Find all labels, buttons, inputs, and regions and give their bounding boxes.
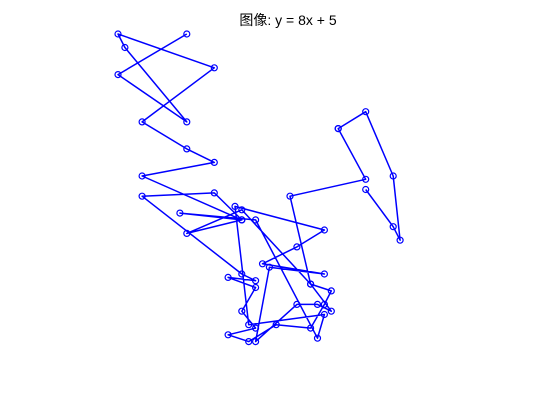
data-point-0-6	[138, 118, 146, 126]
data-point-0-5	[210, 64, 218, 72]
data-point-0-50	[389, 172, 397, 180]
data-point-0-20	[245, 338, 253, 346]
data-point-0-2	[183, 118, 191, 126]
data-point-0-21	[272, 321, 280, 329]
series-line-0	[117, 33, 401, 343]
data-point-0-8	[210, 158, 218, 166]
data-point-0-42	[313, 300, 322, 308]
data-point-0-45	[286, 192, 294, 200]
data-point-0-33	[245, 321, 253, 329]
data-point-0-4	[114, 30, 122, 38]
data-point-0-51	[396, 236, 404, 244]
data-point-0-13	[238, 270, 246, 278]
data-point-0-18	[252, 324, 260, 332]
data-point-0-3	[121, 43, 129, 52]
data-point-0-7	[183, 145, 191, 153]
data-point-0-44	[307, 280, 315, 288]
plot-area	[114, 30, 404, 346]
data-point-0-32	[320, 310, 328, 319]
data-point-0-40	[252, 338, 260, 346]
data-point-0-1	[114, 70, 122, 79]
data-point-0-19	[224, 331, 232, 339]
data-point-0-34	[231, 202, 239, 210]
data-point-0-16	[252, 283, 260, 292]
data-point-0-27	[183, 229, 191, 237]
data-point-0-0	[183, 30, 191, 38]
data-point-0-41	[293, 300, 301, 308]
chart-title: 图像: y = 8x + 5	[239, 12, 336, 28]
data-point-0-37	[258, 260, 267, 268]
data-point-0-48	[334, 125, 342, 133]
data-point-0-15	[224, 273, 232, 281]
data-point-0-35	[320, 226, 328, 234]
data-point-0-22	[307, 324, 315, 332]
data-point-0-11	[210, 189, 218, 197]
data-point-0-23	[320, 300, 328, 308]
data-point-0-43	[327, 307, 335, 315]
data-point-0-46	[362, 175, 370, 183]
data-point-0-24	[327, 287, 335, 295]
data-point-0-39	[265, 263, 273, 271]
data-point-0-17	[238, 307, 246, 315]
data-point-0-52	[389, 223, 397, 231]
data-point-0-30	[252, 216, 260, 224]
data-point-0-31	[313, 334, 322, 342]
data-point-0-12	[138, 192, 146, 200]
data-point-0-14	[252, 277, 260, 285]
data-point-0-38	[320, 270, 328, 278]
data-point-0-9	[138, 172, 146, 180]
data-point-0-29	[176, 209, 184, 217]
data-point-0-26	[238, 206, 246, 214]
data-point-0-36	[293, 243, 301, 251]
data-point-0-28	[238, 216, 246, 224]
data-point-0-53	[362, 185, 370, 194]
data-point-0-49	[362, 108, 370, 116]
